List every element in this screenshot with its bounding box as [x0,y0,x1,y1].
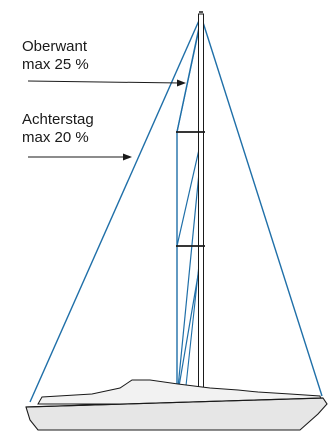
oberwant-name: Oberwant [22,38,88,55]
achterstag-name: Achterstag [22,111,94,128]
mast [198,13,204,398]
oberwant-arrow [27,79,186,87]
oberwant-label: Oberwant max 25 % [22,38,89,74]
achterstag-arrow [28,153,132,161]
achterstag-limit: max 20 % [22,129,89,146]
oberwant-limit: max 25 % [22,56,89,73]
backstay-line [29,15,202,403]
hull [25,397,328,431]
achterstag-label: Achterstag max 20 % [22,111,94,147]
diagonal-shroud-upper [176,19,202,133]
cabin-outline [37,379,323,405]
hull-sheer-line [25,397,324,408]
forestay-line [200,15,323,397]
